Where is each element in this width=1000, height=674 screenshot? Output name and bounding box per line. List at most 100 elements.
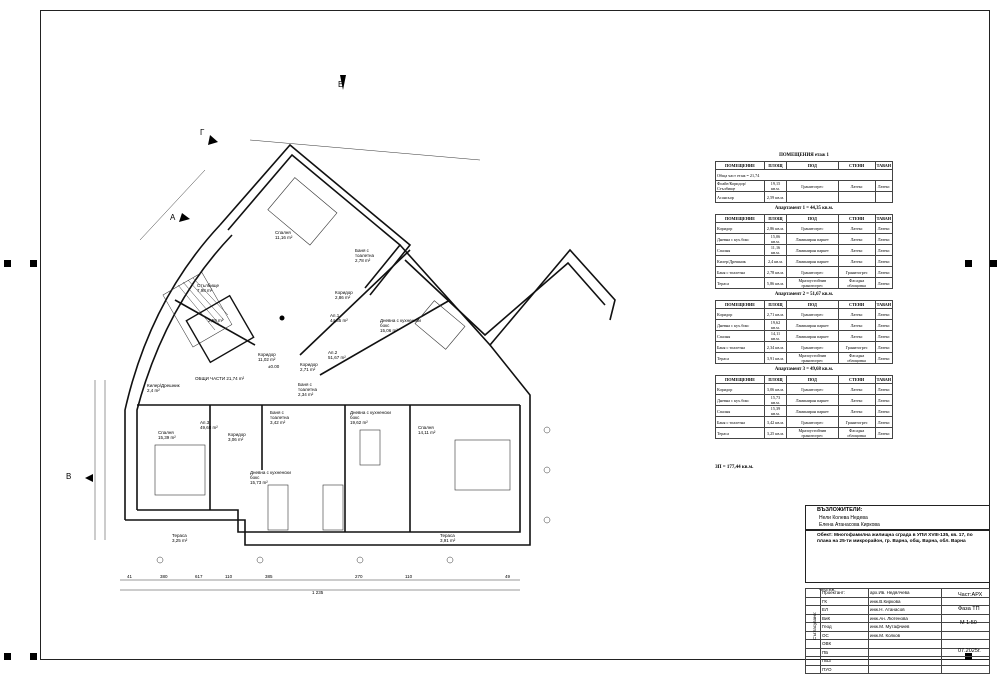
section-arrow: [208, 135, 218, 145]
col-header: ПОД: [785, 214, 839, 223]
room-label: Спалня 11,16 m²: [275, 230, 293, 240]
blank-cell: [805, 588, 821, 598]
table-cell: Гранитогрес: [785, 180, 839, 192]
table-cell: Баня с тоалетна: [714, 266, 766, 278]
role-name: ГК: [820, 596, 869, 606]
role-person: арх.Ив. Недялчева: [868, 588, 942, 598]
table-cell: Латекс: [874, 233, 894, 245]
client-name: Елена Атанасова Киркова: [819, 522, 880, 528]
role-name: ЕЛ: [820, 605, 869, 615]
table-cell: Латекс: [837, 330, 876, 342]
table-cell: Баня с тоалетна: [714, 416, 766, 428]
table-cell: 3,25 кв.м.: [764, 427, 787, 439]
col-header: ПОД: [785, 300, 839, 309]
clients-box: [805, 505, 990, 530]
table-cell: Латекс: [837, 394, 876, 406]
table-cell: Гранитогрес: [785, 383, 839, 395]
table-cell: 11,16 кв.м.: [764, 244, 787, 256]
section-arrow: [179, 213, 190, 222]
agreed-label: Съгласувано:: [812, 611, 817, 640]
apartment-title: Апартамент 1 = 44,35 кв.м.: [774, 206, 834, 211]
table-cell: Латекс: [874, 244, 894, 256]
dimension-label: 270: [355, 574, 363, 579]
table-cell: Латекс: [837, 180, 876, 192]
role-name: Геод: [820, 622, 869, 632]
table-cell: Латекс: [874, 330, 894, 342]
room-label: Дневна с кухненски бокс 19,62 m²: [350, 410, 391, 425]
table-cell: Фасадна облицовка: [837, 352, 876, 364]
table-cell: 15,06 кв.м.: [764, 233, 787, 245]
table-cell: Латекс: [874, 427, 894, 439]
role-name: ПБЗ: [820, 656, 869, 666]
section-arrow: [340, 75, 346, 90]
table-cell: Фоайе/Коридор/Стълбище: [714, 180, 766, 192]
dimension-lines: [94, 139, 520, 591]
col-header: ПЛОЩ: [764, 161, 787, 170]
elevator-shaft: [185, 294, 255, 364]
dimension-total: 1 235: [312, 590, 324, 595]
table-cell: Латекс: [837, 233, 876, 245]
room-label: 2,59 m²: [208, 318, 224, 323]
table-cell: Ламиниран паркет: [785, 330, 839, 342]
table-cell: Ламиниран паркет: [785, 319, 839, 331]
room-label: Спалня 15,39 m²: [158, 430, 176, 440]
table-cell: Спалня: [714, 244, 766, 256]
table-cell: Фасадна облицовка: [837, 427, 876, 439]
table-cell: Фасадна облицовка: [837, 277, 876, 289]
role-name: Проектант:: [820, 588, 869, 598]
apartment-label: Ап.1 44,35 m²: [330, 313, 348, 323]
room-label: Дневна с кухненски бокс 15,73 m²: [250, 470, 291, 485]
section-label-g: Г: [200, 128, 205, 137]
total-area: ЗП = 177,44 кв.м.: [715, 465, 754, 470]
corner-mark: [4, 653, 11, 660]
room-label: Стълбище 7,98 m²: [197, 283, 219, 293]
col-header: ПОМЕЩЕНИЕ: [714, 214, 766, 223]
table-cell: Латекс: [874, 222, 894, 234]
signature-cell: [941, 639, 990, 649]
table-cell: [837, 191, 876, 203]
table-cell: Мразоустойчив гранитогрес: [785, 352, 839, 364]
table-cell: Гранитогрес: [785, 308, 839, 320]
room-label: Коридор 11,02 m²: [258, 352, 276, 362]
dimension-label: 110: [225, 574, 233, 579]
table-cell: 2,71 кв.м.: [764, 308, 787, 320]
table-cell: Гранитогрес: [785, 222, 839, 234]
table-cell: 15,39 кв.м.: [764, 405, 787, 417]
table-cell: Дневна с кух.бокс: [714, 319, 766, 331]
role-name: ОС: [820, 630, 869, 640]
corner-mark: [30, 653, 37, 660]
title-block: ВЪЗЛОЖИТЕЛИ: Нели Колева Недева Елена Ат…: [805, 505, 990, 660]
table-cell: 14,11 кв.м.: [764, 330, 787, 342]
room-label: Баня с тоалетна 2,34 m²: [298, 382, 318, 397]
col-header: ТАВАН: [874, 375, 894, 384]
col-header: ПОМЕЩЕНИЕ: [714, 161, 766, 170]
table-cell: Спалня: [714, 405, 766, 417]
role-name: ПБ: [820, 647, 869, 657]
apartment-title: Апартамент 2 = 51,67 кв.м.: [774, 292, 834, 297]
section-arrow: [85, 474, 93, 482]
dimension-label: 380: [160, 574, 168, 579]
bed-right: [454, 439, 511, 491]
table-cell: Латекс: [874, 341, 894, 353]
role-person: инж.М. Мутафчиев: [868, 622, 942, 632]
col-header: СТЕНИ: [837, 214, 876, 223]
table-cell: 2,86 кв.м.: [764, 222, 787, 234]
room-label: Баня с тоалетна 2,78 m²: [355, 248, 375, 263]
col-header: ТАВАН: [874, 300, 894, 309]
bed-top: [267, 177, 338, 246]
role-person: [868, 639, 942, 649]
table-cell: Асансьор: [714, 191, 766, 203]
